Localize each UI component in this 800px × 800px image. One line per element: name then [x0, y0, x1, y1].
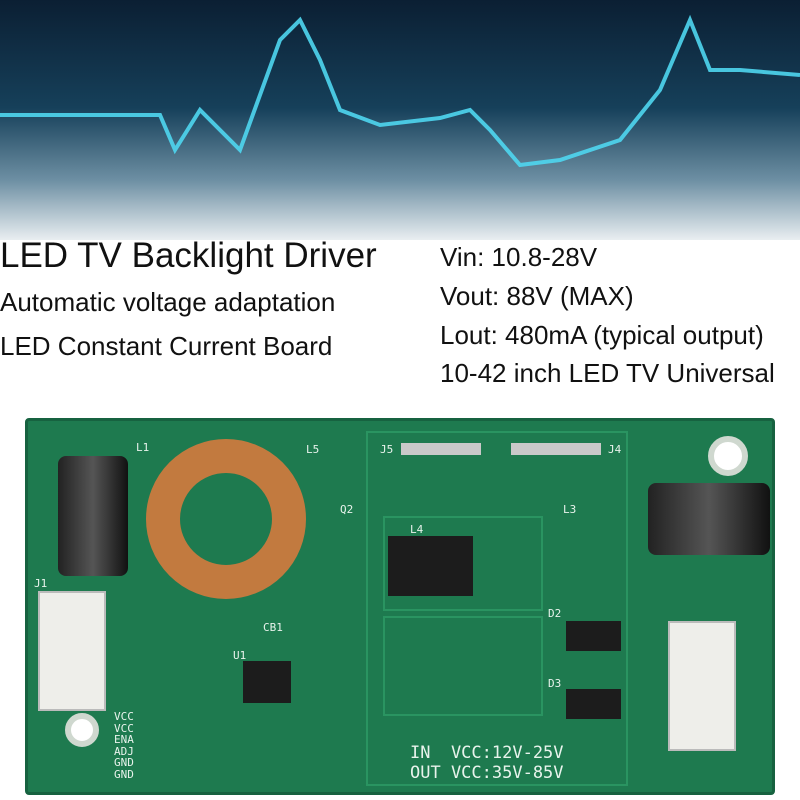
ref-j5: J5 [380, 443, 394, 456]
mosfet-chip [388, 536, 473, 596]
pin-label: VCC [114, 710, 134, 723]
pin-label: ENA [114, 733, 134, 746]
ecg-banner [0, 0, 800, 240]
feature-line: LED Constant Current Board [0, 331, 333, 361]
output-voltage-label: OUT VCC:35V-85V [410, 763, 564, 783]
toroid-inductor [146, 439, 306, 599]
product-title: LED TV Backlight Driver [0, 236, 377, 275]
pin-label: VCC [114, 721, 134, 735]
ref-u1: U1 [233, 649, 247, 662]
connector-j1 [38, 591, 106, 711]
mount-hole [708, 436, 748, 476]
spec-line: 10-42 inch LED TV Universal [440, 358, 775, 388]
pad-j4 [511, 443, 601, 455]
diode-d3 [566, 689, 621, 719]
spec-line: Vin: 10.8-28V [440, 242, 598, 272]
pin-label: ADJ [114, 744, 134, 758]
ref-d2: D2 [548, 607, 562, 620]
ref-l5: L5 [306, 443, 320, 456]
ref-l1: L1 [136, 441, 150, 454]
diode-d2 [566, 621, 621, 651]
ref-q2: Q2 [340, 503, 354, 516]
pcb-trace [383, 616, 543, 716]
controller-ic [243, 661, 291, 703]
electrolytic-capacitor [58, 456, 128, 576]
ref-d3: D3 [548, 677, 562, 690]
pin-label: GND [114, 767, 134, 781]
electrolytic-capacitor [648, 483, 770, 555]
input-voltage-label: IN VCC:12V-25V [410, 743, 564, 763]
ref-j4: J4 [608, 443, 622, 456]
pin-labels: VCC VCC ENA ADJ GND GND [114, 711, 134, 780]
pcb-board: J1 J5 J4 L1 L5 L4 L3 U1 D2 D3 CB1 Q2 VCC… [25, 418, 775, 795]
mount-hole [65, 713, 99, 747]
pcb-trace [366, 431, 628, 786]
spec-line: Vout: 88V (MAX) [440, 281, 634, 311]
ref-j1: J1 [34, 577, 48, 590]
feature-line: Automatic voltage adaptation [0, 287, 336, 317]
ecg-waveform [0, 14, 800, 168]
pad-j5 [401, 443, 481, 455]
spec-line: Lout: 480mA (typical output) [440, 320, 764, 350]
ref-l4: L4 [410, 523, 424, 536]
pin-label: GND [114, 756, 134, 769]
pcb-trace [383, 516, 543, 611]
ref-l3: L3 [563, 503, 577, 516]
connector-j2 [668, 621, 736, 751]
ref-cb1: CB1 [263, 621, 283, 634]
